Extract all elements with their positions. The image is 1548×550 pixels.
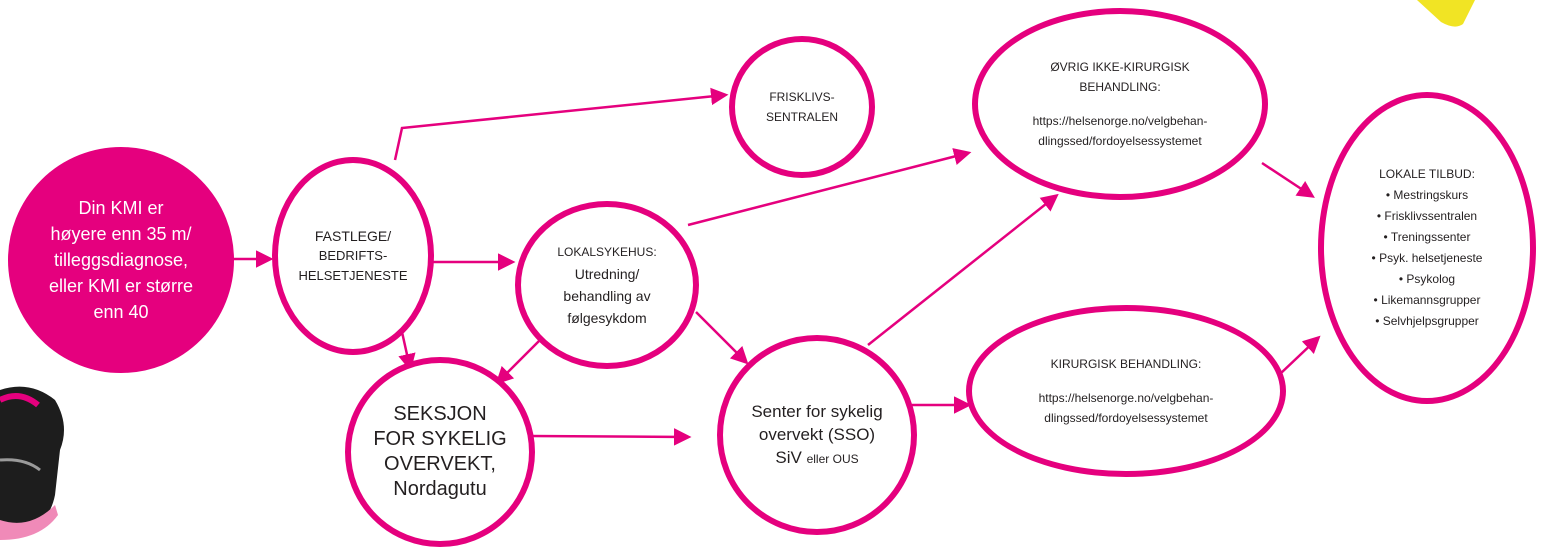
arrow-fastlege-to-frisklivs [393,87,729,161]
start-line-4: eller KMI er større [48,276,194,296]
node-seksjon-sykelig-overvekt: SEKSJON FOR SYKELIG OVERVEKT, Nordagutu [345,357,535,547]
start-line-2: høyere enn 35 m/ [50,224,192,244]
seksjon-line-2: FOR SYKELIG [373,428,507,450]
shoe-pink-trim [0,393,40,408]
frisklivs-line-2: SENTRALEN [765,110,839,124]
arrow-sso-to-ovrig [867,193,1059,346]
node-fastlege: FASTLEGE/ BEDRIFTS- HELSETJENESTE [272,157,434,355]
fastlege-line-3: HELSETJENESTE [298,268,408,283]
lokalsykehus-line-2: Utredning/ [574,266,640,282]
fastlege-line-2: BEDRIFTS- [318,248,388,263]
shoe-body [0,386,64,535]
lokale-item: • Psykolog [1398,272,1456,286]
fastlege-line-1: FASTLEGE/ [314,228,392,244]
kirurgisk-link-line-1: https://helsenorge.no/velgbehan- [1038,391,1214,406]
seksjon-line-1: SEKSJON [393,403,487,425]
kirurgisk-title: KIRURGISK BEHANDLING: [1050,356,1202,371]
seksjon-line-4: Nordagutu [393,478,487,500]
node-ovrig-ikke-kirurgisk: ØVRIG IKKE-KIRURGISK BEHANDLING: https:/… [972,8,1268,200]
lokalsykehus-line-3: behandling av [563,288,651,304]
lokalsykehus-line-1: LOKALSYKEHUS: [557,245,657,259]
lokalsykehus-line-4: følgesykdom [567,310,647,326]
arrow-ovrig-to-lokale [1261,161,1315,198]
ovrig-link-line-1: https://helsenorge.no/velgbehan- [1032,114,1208,129]
ovrig-title-line-1: ØVRIG IKKE-KIRURGISK [1050,59,1190,74]
arrow-lokalsykehus-to-sso [695,311,749,365]
lokale-title: LOKALE TILBUD: [1379,167,1475,181]
start-line-1: Din KMI er [78,198,164,218]
lokale-item: • Frisklivssentralen [1376,209,1478,223]
sso-line-2: overvekt (SSO) [758,424,876,444]
kirurgisk-link-line-2: dlingssed/fordoyelsessystemet [1044,411,1208,426]
ovrig-link-line-2: dlingssed/fordoyelsessystemet [1038,134,1202,149]
yellow-shape-decoration [1417,0,1475,27]
arrow-lokalsykehus-to-ovrig [687,148,972,227]
lokale-item: • Treningssenter [1383,230,1471,244]
arrow-kirurgisk-to-lokale [1279,335,1321,375]
sso-line-3: SiV eller OUS [775,446,858,471]
start-line-3: tilleggsdiagnose, [53,250,189,270]
node-frisklivssentralen: FRISKLIVS- SENTRALEN [729,36,875,178]
node-kmi-start: Din KMI er høyere enn 35 m/ tilleggsdiag… [8,147,234,373]
sso-siv: SiV [775,447,802,467]
node-senter-sso: Senter for sykelig overvekt (SSO) SiV el… [717,335,917,535]
shoe-image-decoration [0,386,64,540]
lokale-item: • Psyk. helsetjeneste [1371,251,1483,265]
node-kirurgisk-behandling: KIRURGISK BEHANDLING: https://helsenorge… [966,305,1286,477]
frisklivs-line-1: FRISKLIVS- [769,90,835,104]
lokale-item: • Mestringskurs [1385,188,1469,202]
arrow-seksjon-to-sso [529,428,692,446]
seksjon-line-3: OVERVEKT, [384,453,496,475]
start-line-5: enn 40 [93,302,149,322]
sso-eller-ous: eller OUS [806,451,859,466]
yellow-wedge [1417,0,1475,27]
sso-line-1: Senter for sykelig [751,401,883,421]
ovrig-title-line-2: BEHANDLING: [1079,79,1161,94]
lokale-item: • Selvhjelpsgrupper [1375,314,1479,328]
shoe-stripe [0,458,41,472]
shoe-sole [0,505,58,540]
node-lokalsykehus: LOKALSYKEHUS: Utredning/ behandling av f… [515,201,699,369]
node-lokale-tilbud: LOKALE TILBUD: • Mestringskurs • Friskli… [1318,92,1536,404]
lokale-item: • Likemannsgrupper [1373,293,1481,307]
